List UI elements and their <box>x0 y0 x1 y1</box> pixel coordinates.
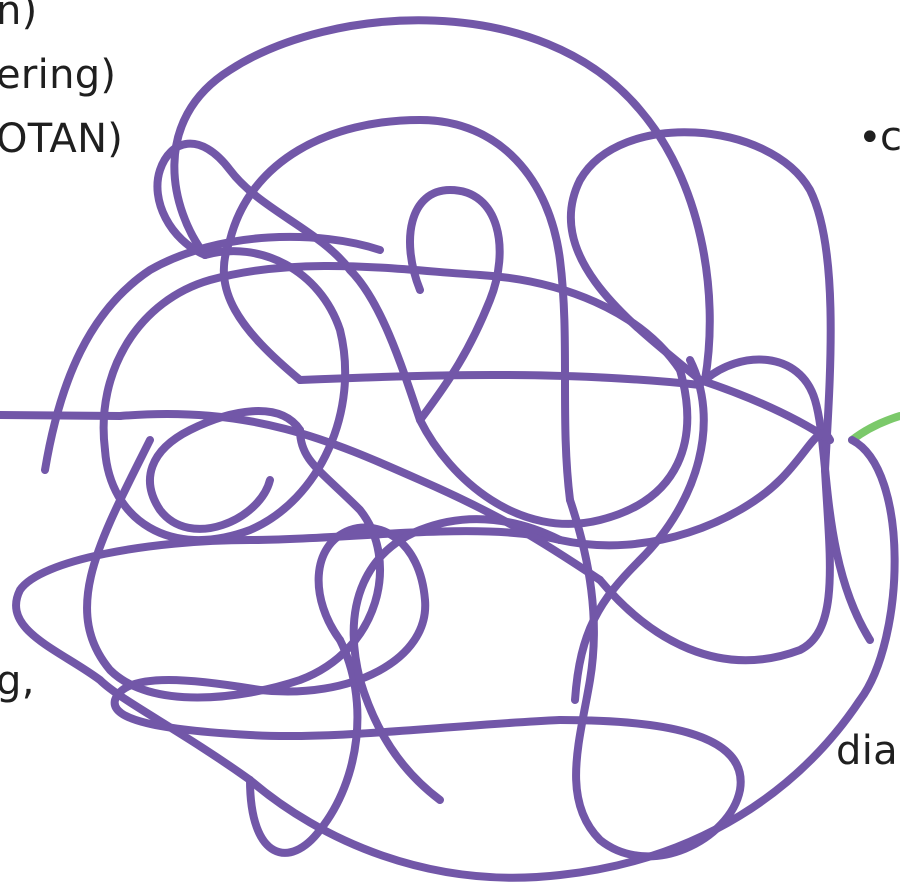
knot-strand-f <box>104 266 680 450</box>
knot-strand-j <box>224 120 570 500</box>
knot-strand-p <box>560 434 830 546</box>
knot-strand-r <box>87 430 380 698</box>
knot-strand-m <box>260 528 425 692</box>
knot-strand-q <box>410 190 500 420</box>
knot-strand-i <box>300 375 700 385</box>
knot-strand-v <box>45 237 380 470</box>
knot-strand-t <box>354 519 560 800</box>
knot-strand-outer-right <box>705 360 870 640</box>
knot-strand-outer-top <box>174 20 709 380</box>
knot-strand-a <box>120 414 600 580</box>
knot-tail-right-green <box>852 416 900 440</box>
knot-strand-g <box>350 270 687 524</box>
